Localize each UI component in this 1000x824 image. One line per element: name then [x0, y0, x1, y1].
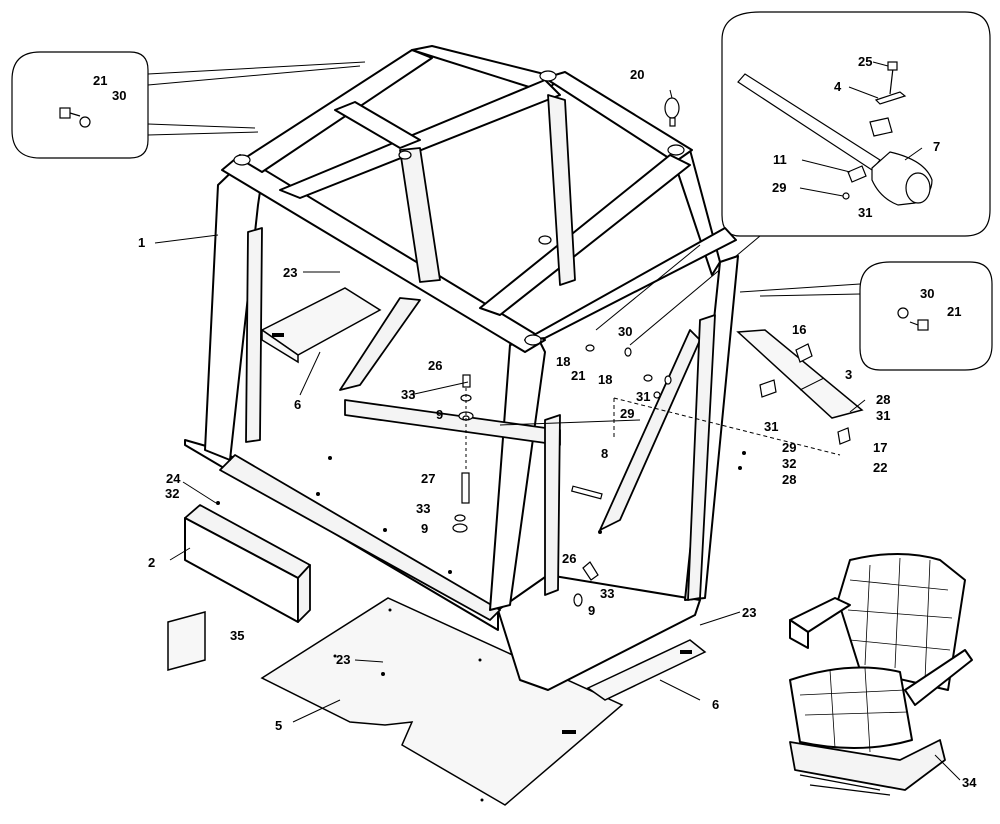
callout-30: 30 — [618, 324, 632, 339]
callout-9: 9 — [421, 521, 428, 536]
fasteners-front — [216, 343, 851, 676]
callout-4: 4 — [834, 79, 842, 94]
callout-22: 22 — [873, 460, 887, 475]
callout-21: 21 — [93, 73, 107, 88]
washer-part-30-detail — [79, 116, 91, 128]
callout-21: 21 — [947, 304, 961, 319]
callout-23: 23 — [742, 605, 756, 620]
callout-23: 23 — [336, 652, 350, 667]
washer-part-4 — [874, 91, 907, 105]
detail-bubble-right — [739, 261, 993, 371]
bushing-part — [869, 117, 893, 137]
cab-frame-part-1 — [184, 45, 739, 691]
callout-11: 11 — [773, 152, 787, 167]
callout-9: 9 — [588, 603, 595, 618]
washer-part-30-right — [897, 307, 909, 319]
callout-leaders — [154, 61, 961, 781]
callout-8: 8 — [601, 446, 608, 461]
detail-bubble-top-right — [629, 11, 991, 346]
callout-29: 29 — [782, 440, 796, 455]
callout-3: 3 — [845, 367, 852, 382]
callout-30: 30 — [112, 88, 126, 103]
callout-31: 31 — [636, 389, 650, 404]
callout-16: 16 — [792, 322, 806, 337]
callout-24: 24 — [166, 471, 181, 486]
callout-26: 26 — [562, 551, 576, 566]
bolt-part-21-detail — [59, 107, 81, 119]
floor-mat-part-5 — [260, 597, 624, 806]
callout-2: 2 — [148, 555, 155, 570]
detail-bubble-top-left — [11, 51, 366, 159]
callout-28: 28 — [876, 392, 890, 407]
decal-part-35 — [167, 611, 206, 671]
callout-32: 32 — [165, 486, 179, 501]
callout-31: 31 — [876, 408, 890, 423]
callout-20: 20 — [630, 67, 644, 82]
fasteners-center — [452, 374, 603, 607]
callout-18: 18 — [598, 372, 612, 387]
nut-part-11 — [847, 165, 867, 183]
eye-bolt-part-20 — [664, 97, 680, 127]
cover-box-part-2 — [184, 504, 311, 623]
callout-labels: 21 30 20 25 4 7 11 29 31 1 23 6 26 33 9 … — [93, 54, 977, 790]
callout-29: 29 — [620, 406, 634, 421]
callout-31: 31 — [858, 205, 872, 220]
callout-9: 9 — [436, 407, 443, 422]
callout-31: 31 — [764, 419, 778, 434]
callout-26: 26 — [428, 358, 442, 373]
callout-29: 29 — [772, 180, 786, 195]
callout-34: 34 — [962, 775, 977, 790]
callout-18: 18 — [556, 354, 570, 369]
panel-part-3 — [736, 329, 864, 419]
handle-rod-part-7 — [737, 73, 933, 206]
callout-35: 35 — [230, 628, 244, 643]
callout-5: 5 — [275, 718, 282, 733]
callout-6: 6 — [712, 697, 719, 712]
callout-1: 1 — [138, 235, 145, 250]
callout-6: 6 — [294, 397, 301, 412]
screw-part-25 — [889, 67, 894, 95]
bolt-part-21-right — [909, 319, 929, 331]
callout-28: 28 — [782, 472, 796, 487]
bracket-part-6-left — [260, 287, 382, 364]
callout-33: 33 — [401, 387, 415, 402]
callout-17: 17 — [873, 440, 887, 455]
callout-21: 21 — [571, 368, 585, 383]
callout-33: 33 — [416, 501, 430, 516]
bracket-part-6-right — [586, 639, 707, 701]
callout-25: 25 — [858, 54, 872, 69]
callout-30: 30 — [920, 286, 934, 301]
callout-32: 32 — [782, 456, 796, 471]
callout-23: 23 — [283, 265, 297, 280]
callout-27: 27 — [421, 471, 435, 486]
operator-seat-part-34 — [789, 553, 973, 796]
callout-7: 7 — [933, 139, 940, 154]
callout-33: 33 — [600, 586, 614, 601]
